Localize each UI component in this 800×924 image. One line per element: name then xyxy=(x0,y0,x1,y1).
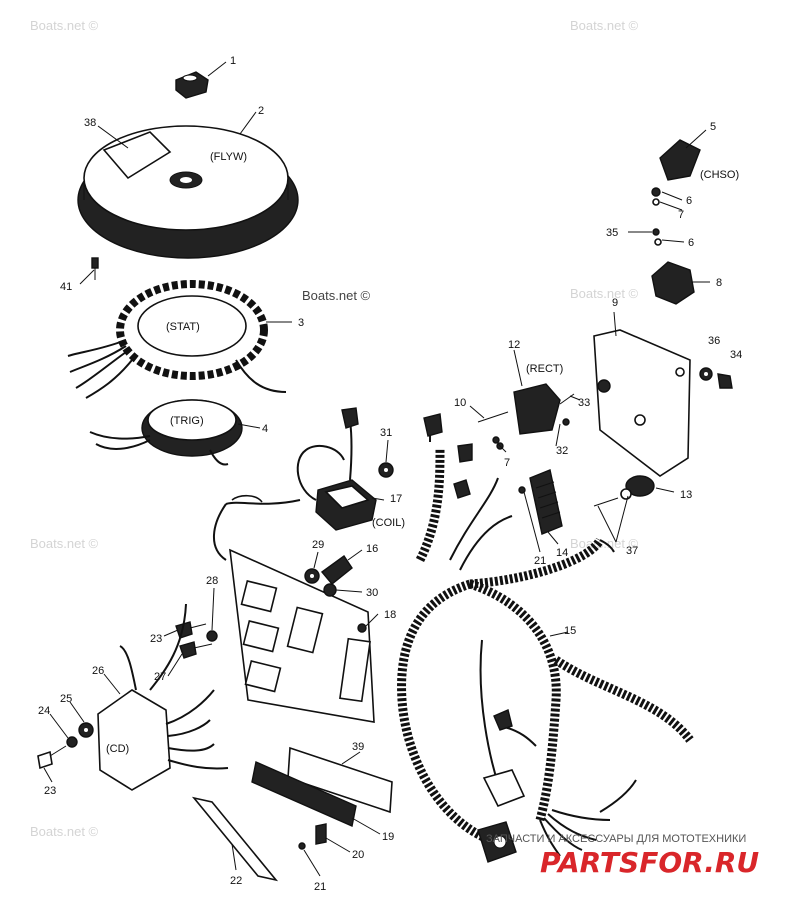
footer-text: ЗАПЧАСТИ И АКСЕССУАРЫ ДЛЯ МОТОТЕХНИКИ xyxy=(486,833,746,845)
terminal-block-part xyxy=(518,469,563,535)
mounting-plate-part xyxy=(593,329,691,477)
wiring-harness-part xyxy=(397,413,694,863)
watermark: Boats.net © xyxy=(570,286,639,301)
callout-14: 14 xyxy=(556,547,568,559)
callout-2: 2 xyxy=(258,105,264,117)
label-rect: (RECT) xyxy=(526,363,563,375)
callout-21: 21 xyxy=(534,555,546,567)
coil-plate-part xyxy=(229,548,375,723)
callout-24: 24 xyxy=(38,705,50,717)
terminal-strip-part xyxy=(251,761,357,827)
watermark-group: Boats.net © Boats.net © Boats.net © Boat… xyxy=(30,18,639,839)
callout-6b: 6 xyxy=(688,237,694,249)
callout-37: 37 xyxy=(626,545,638,557)
brand-logo: PARTSFOR.RU xyxy=(540,846,759,879)
callout-7: 7 xyxy=(678,209,684,221)
coil-hardware-part xyxy=(304,555,353,597)
callout-8: 8 xyxy=(716,277,722,289)
callout-16: 16 xyxy=(366,543,378,555)
callout-32: 32 xyxy=(556,445,568,457)
callout-6: 6 xyxy=(686,195,692,207)
callout-26: 26 xyxy=(92,665,104,677)
callout-36: 36 xyxy=(708,335,720,347)
callout-35: 35 xyxy=(606,227,618,239)
callout-20: 20 xyxy=(352,849,364,861)
callout-3: 3 xyxy=(298,317,304,329)
rectifier-part: (RECT) xyxy=(513,363,563,435)
callout-18: 18 xyxy=(384,609,396,621)
label-trig: (TRIG) xyxy=(170,415,204,427)
callout-13: 13 xyxy=(680,489,692,501)
callout-19: 19 xyxy=(382,831,394,843)
callout-numbers: 1 38 2 5 6 7 35 6 8 41 3 9 12 36 34 10 3… xyxy=(38,55,742,893)
grommet-part xyxy=(378,462,394,478)
callout-17: 17 xyxy=(390,493,402,505)
screw-part xyxy=(91,257,99,280)
callout-28: 28 xyxy=(206,575,218,587)
watermark: Boats.net © xyxy=(570,18,639,33)
site-footer: ЗАПЧАСТИ И АКСЕССУАРЫ ДЛЯ МОТОТЕХНИКИ PA… xyxy=(486,833,759,879)
callout-30: 30 xyxy=(366,587,378,599)
washer-bolt-part xyxy=(699,367,733,389)
watermark: Boats.net © xyxy=(30,18,99,33)
small-clip-part xyxy=(298,823,327,850)
label-coil: (COIL) xyxy=(372,517,405,529)
callout-29: 29 xyxy=(312,539,324,551)
callout-27: 27 xyxy=(154,671,166,683)
label-flyw: (FLYW) xyxy=(210,151,247,163)
callout-10: 10 xyxy=(454,397,466,409)
label-chso: (CHSO) xyxy=(700,169,739,181)
callout-1: 1 xyxy=(230,55,236,67)
rect-bolt-part xyxy=(559,393,575,426)
watermark: Boats.net © xyxy=(30,824,99,839)
callout-21b: 21 xyxy=(314,881,326,893)
coil-part: (COIL) xyxy=(212,407,405,561)
callout-38: 38 xyxy=(84,117,96,129)
callout-34: 34 xyxy=(730,349,742,361)
label-cd: (CD) xyxy=(106,743,129,755)
trigger-part: (TRIG) xyxy=(89,399,243,466)
callout-22: 22 xyxy=(230,875,242,887)
watermark: Boats.net © xyxy=(30,536,99,551)
callout-25: 25 xyxy=(60,693,72,705)
nut-part xyxy=(175,71,209,99)
cd-mount-hardware-part xyxy=(37,722,94,770)
callout-5: 5 xyxy=(710,121,716,133)
callout-9: 9 xyxy=(612,297,618,309)
callout-31: 31 xyxy=(380,427,392,439)
callout-12: 12 xyxy=(508,339,520,351)
callout-4: 4 xyxy=(262,423,268,435)
callout-23: 23 xyxy=(150,633,162,645)
watermark-center: Boats.net © xyxy=(302,288,371,303)
label-stat: (STAT) xyxy=(166,321,200,333)
label-strip-part xyxy=(287,746,393,814)
callout-15: 15 xyxy=(564,625,576,637)
cd-hardware-part xyxy=(175,621,218,659)
leader-lines xyxy=(43,61,710,877)
bracket-part xyxy=(651,228,695,305)
rect-screws-part xyxy=(477,411,509,450)
callout-23b: 23 xyxy=(44,785,56,797)
callout-39: 39 xyxy=(352,741,364,753)
callout-7b: 7 xyxy=(504,457,510,469)
stator-part: (STAT) xyxy=(67,280,287,399)
chso-part: (CHSO) xyxy=(651,139,739,206)
cd-unit-part: (CD) xyxy=(97,603,229,791)
callout-33: 33 xyxy=(578,397,590,409)
flywheel-part: (FLYW) xyxy=(77,125,299,259)
callout-41: 41 xyxy=(60,281,72,293)
capacitor-part xyxy=(593,475,655,507)
bar-part xyxy=(191,796,279,882)
